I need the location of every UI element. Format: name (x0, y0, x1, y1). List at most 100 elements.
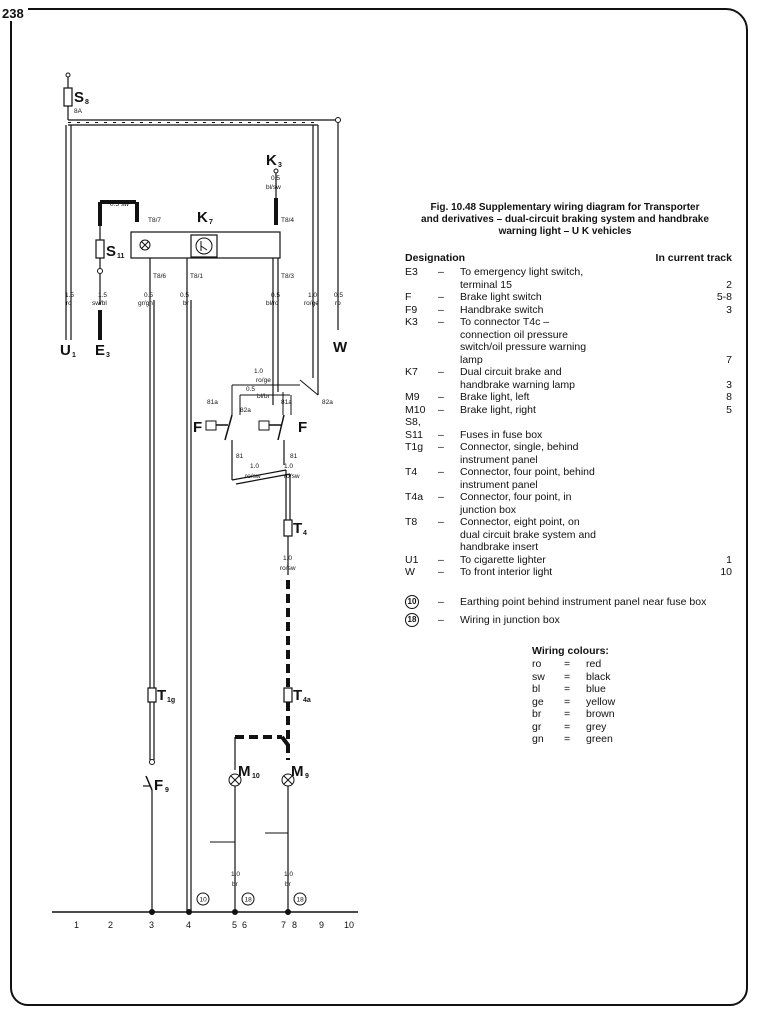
t4a-label: T (293, 687, 302, 704)
m10-sub: 10 (252, 773, 260, 780)
colour-item: sw=black (532, 671, 615, 684)
legend-code: E3 (405, 266, 418, 278)
t8-4-label: T8/4 (281, 217, 294, 224)
sw-top-size: 1.0 (254, 368, 263, 375)
wire-roge-colour: ro/ge (304, 300, 319, 307)
terminal (273, 168, 279, 174)
t8-1-label: T8/1 (190, 273, 203, 280)
fuse-s8-label: S (74, 89, 84, 106)
lamp-icon (230, 775, 240, 785)
t4a-sub: 4a (303, 697, 311, 704)
t82a-left: 82a (240, 407, 251, 414)
colour-item: bl=blue (532, 683, 615, 696)
caption-line: and derivatives – dual-circuit braking s… (421, 214, 709, 225)
earth-dash: – (438, 613, 444, 626)
colour-eq: = (564, 683, 571, 695)
earth-text: Wiring in junction box (460, 613, 560, 626)
colour-eq: = (564, 658, 571, 670)
connector-t1g (147, 687, 157, 703)
terminal (335, 117, 341, 123)
legend-text-line: dual circuit brake system and (460, 528, 596, 541)
f9-sub: 9 (165, 787, 169, 794)
colour-eq: = (564, 733, 571, 745)
m9-gnd-size: 1.0 (284, 871, 293, 878)
t4-down-colour: ro/sw (280, 565, 296, 572)
earth-symbol-icon: 18 (405, 613, 419, 627)
t1g-sub: 1g (167, 697, 175, 704)
t1g-label: T (157, 687, 166, 704)
track-number: 4 (186, 920, 191, 930)
colour-abbr: gn (532, 733, 544, 745)
legend-text: Fuses in fuse box (460, 429, 692, 442)
track-number: 1 (74, 920, 79, 930)
lamp-icon (141, 241, 149, 249)
legend-code: M10 (405, 403, 426, 416)
legend-text-line: Connector, eight point, on (460, 516, 580, 528)
colour-abbr: ge (532, 695, 544, 708)
legend-text: Brake light, right (460, 404, 692, 417)
legend-text-line: switch/oil pressure warning (460, 341, 587, 353)
caption-line: Fig. 10.48 Supplementary wiring diagram … (430, 202, 700, 213)
legend-dash: – (438, 366, 444, 378)
legend-text: Brake light, left (460, 391, 692, 404)
colour-name: black (586, 670, 611, 683)
earth-dash: – (438, 595, 444, 608)
wire-t81-size: 0.5 (180, 292, 189, 299)
relay-icon (200, 245, 208, 251)
legend-text-line: connection oil pressure (460, 328, 568, 341)
earth-item: 10–Earthing point behind instrument pane… (405, 595, 735, 609)
legend-track: 7 (726, 353, 732, 366)
sw-mid-colour: bl/br (257, 393, 270, 400)
f9-label: F (154, 777, 163, 794)
junction-dot (232, 909, 238, 915)
wire-e3-size: 1.5 (98, 292, 107, 299)
legend-text: Brake light switch (460, 291, 692, 304)
k3-sub: 3 (278, 162, 282, 169)
legend-dash: – (438, 428, 444, 441)
colour-name: green (586, 733, 613, 745)
track-number: 6 (242, 920, 247, 930)
wire-u1-size: 1.5 (65, 292, 74, 299)
m10-gnd-colour: br (232, 881, 239, 888)
junction-box-18 (241, 892, 255, 906)
m10-gnd-size: 1.0 (231, 871, 240, 878)
wire-e3-colour: sw/bl (92, 300, 107, 307)
w-label: W (333, 339, 348, 356)
wire-t86-colour: gr/gn (138, 300, 153, 307)
wire-t81-colour: br (183, 300, 190, 307)
legend-dash: – (438, 403, 444, 416)
legend-track: 1 (726, 553, 732, 566)
legend-code: S11 (405, 428, 423, 441)
figure-caption: Fig. 10.48 Supplementary wiring diagram … (400, 202, 730, 238)
legend-track: 5 (726, 403, 732, 416)
fuse-s8-sub: 8 (85, 99, 89, 106)
legend-text-line: To connector T4c – (460, 316, 550, 328)
t8-6-label: T8/6 (153, 273, 166, 280)
m9-sub: 9 (305, 773, 309, 780)
legend-item: M10– Brake light, right 5 (405, 404, 732, 417)
legend-text-line: Handbrake switch (460, 303, 544, 316)
legend-text-line: Fuses in fuse box (460, 428, 543, 441)
legend-text-line: To emergency light switch, (460, 266, 584, 278)
legend-text-line: Brake light, right (460, 403, 536, 416)
legend-item: E3–To emergency light switch,terminal 15… (405, 266, 732, 291)
colour-abbr: bl (532, 683, 541, 695)
earth-point-10-label: 10 (200, 897, 208, 904)
track-number: 2 (108, 920, 113, 930)
colour-name: red (586, 658, 602, 670)
colour-eq: = (564, 708, 571, 720)
legend-text-line: Connector, single, behind (460, 441, 579, 453)
legend-text: Handbrake switch (460, 304, 692, 317)
wire (299, 379, 319, 396)
legend-header: Designation In current track (405, 252, 732, 264)
caption-line: warning light – U K vehicles (498, 226, 632, 237)
legend-code: K3 (405, 316, 418, 328)
